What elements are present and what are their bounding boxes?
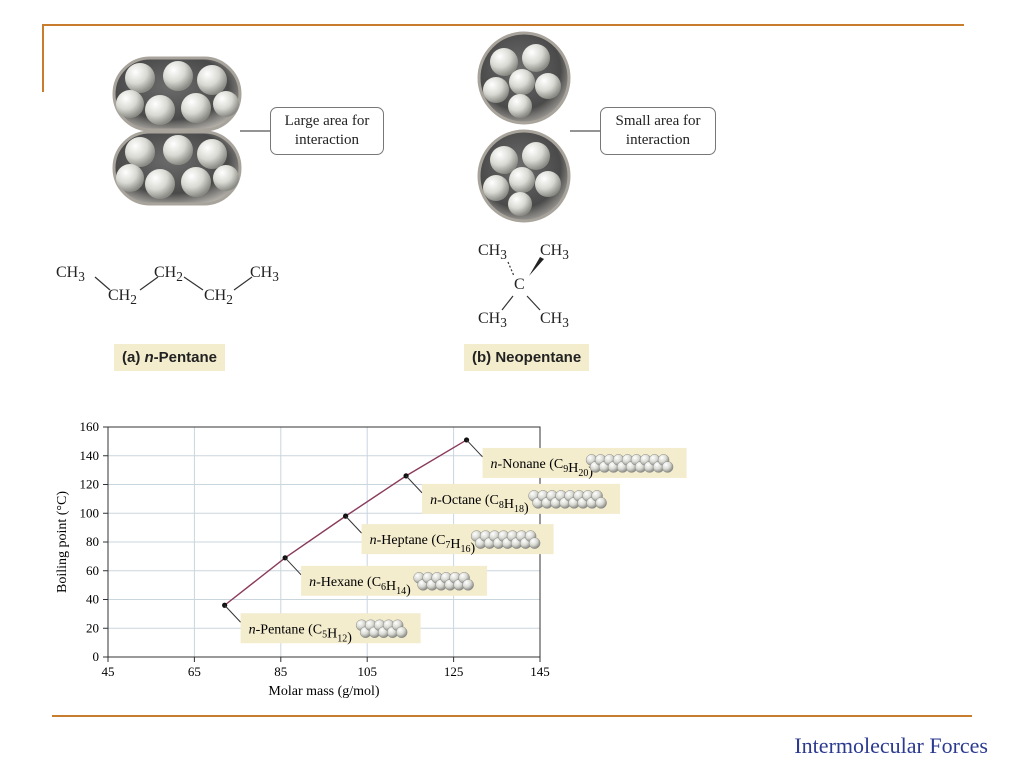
y-axis-label: Boiling point (°C) <box>55 491 70 593</box>
pentane-bonds <box>94 276 253 291</box>
neopentane-center-carbon: C <box>514 276 525 293</box>
label-text-octane: n-Octane (C8H18) <box>430 493 529 516</box>
y-tick-label: 80 <box>86 534 99 549</box>
x-tick-label: 85 <box>274 664 287 679</box>
x-tick-label: 145 <box>530 664 550 679</box>
footer-title: Intermolecular Forces <box>794 733 988 758</box>
x-axis-label: Molar mass (g/mol) <box>268 684 380 699</box>
y-tick-label: 0 <box>93 649 100 664</box>
y-tick-label: 20 <box>86 620 99 635</box>
molecule-icon-atom <box>395 626 408 638</box>
y-tick-label: 160 <box>80 419 100 434</box>
x-tick-label: 65 <box>188 664 201 679</box>
pentane-group-4: CH2 <box>204 287 233 308</box>
callout-small-line1: Small area for <box>615 113 701 129</box>
label-leader <box>224 604 242 623</box>
label-leader <box>345 515 362 534</box>
left-rule <box>42 24 44 92</box>
pentane-group-5: CH3 <box>250 264 279 285</box>
molecule-icon-atom <box>462 579 474 591</box>
y-tick-label: 120 <box>80 477 100 492</box>
y-tick-label: 100 <box>80 505 100 520</box>
molecule-icon-atom <box>528 537 541 549</box>
callout-large-area: Large area for interaction <box>270 107 384 155</box>
callout-large-line2: interaction <box>294 132 360 148</box>
pentane-group-3: CH2 <box>154 264 183 285</box>
neopentane-model-bottom <box>477 129 571 223</box>
label-text-nonane: n-Nonane (C9H20) <box>491 457 594 480</box>
caption-neopentane: (b) Neopentane <box>464 344 590 371</box>
pentane-model-bottom <box>112 130 242 206</box>
x-tick-label: 125 <box>444 664 464 679</box>
pentane-group-1: CH3 <box>56 264 85 285</box>
y-tick-label: 140 <box>80 448 100 463</box>
neopentane-group-1: CH3 <box>478 242 507 263</box>
neopentane-group-3: CH3 <box>478 310 507 331</box>
label-text-heptane: n-Heptane (C7H16) <box>370 533 476 556</box>
neopentane-model-top <box>477 31 571 125</box>
label-leader <box>405 475 423 494</box>
molecule-icon-atom <box>595 497 607 509</box>
label-leader <box>466 439 483 458</box>
x-tick-label: 105 <box>357 664 377 679</box>
bottom-rule <box>52 715 972 717</box>
neopentane-bonds <box>501 257 544 311</box>
pentane-group-2: CH2 <box>108 287 137 308</box>
pentane-model-top <box>112 56 242 132</box>
y-tick-label: 40 <box>86 592 99 607</box>
callout-large-line1: Large area for <box>284 113 370 129</box>
caption-n-pentane: (a) n-Pentane <box>114 344 226 371</box>
label-leader <box>284 557 302 576</box>
callout-small-area: Small area for interaction <box>600 107 716 155</box>
y-tick-label: 60 <box>86 563 99 578</box>
neopentane-group-2: CH3 <box>540 242 569 263</box>
top-rule <box>42 24 964 26</box>
label-text-hexane: n-Hexane (C6H14) <box>309 575 411 598</box>
label-text-pentane: n-Pentane (C5H12) <box>249 622 353 645</box>
x-tick-label: 45 <box>102 664 115 679</box>
callout-small-line2: interaction <box>625 132 691 148</box>
molecule-icon-atom <box>661 461 674 473</box>
neopentane-group-4: CH3 <box>540 310 569 331</box>
